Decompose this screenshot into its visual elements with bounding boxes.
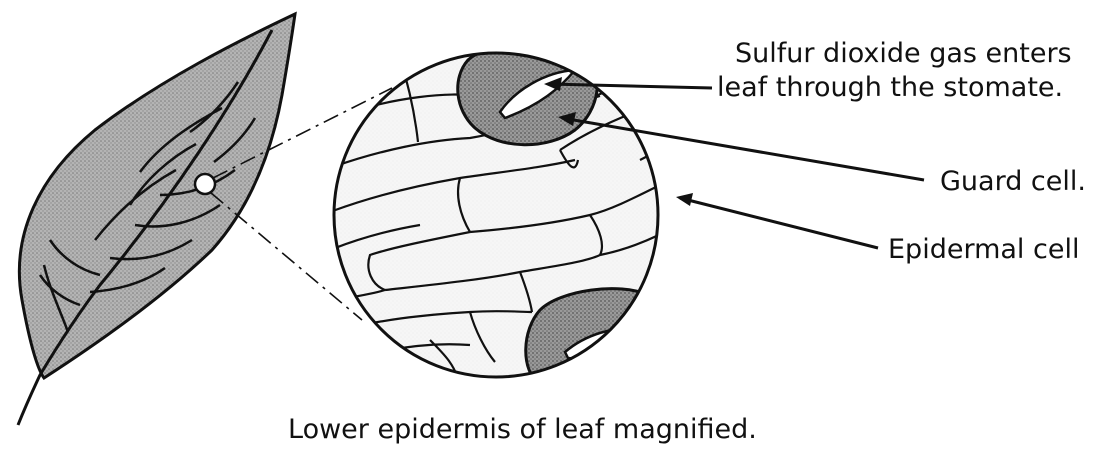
magnified-epidermis bbox=[330, 44, 690, 394]
magnified-spot bbox=[195, 174, 215, 194]
stomate-label-line1: Sulfur dioxide gas enters bbox=[735, 38, 1072, 69]
diagram-caption: Lower epidermis of leaf magnified. bbox=[288, 414, 757, 445]
leaf-blade bbox=[19, 14, 295, 378]
epidermal-cell-label: Epidermal cell bbox=[888, 234, 1079, 265]
upper-stomate bbox=[458, 44, 598, 145]
epidermal-cell-leader bbox=[680, 198, 878, 248]
leaf bbox=[18, 14, 295, 425]
guard-cell-label: Guard cell. bbox=[940, 166, 1086, 197]
stomate-label-line2: leaf through the stomate. bbox=[717, 72, 1063, 103]
lower-stomate bbox=[526, 289, 662, 394]
